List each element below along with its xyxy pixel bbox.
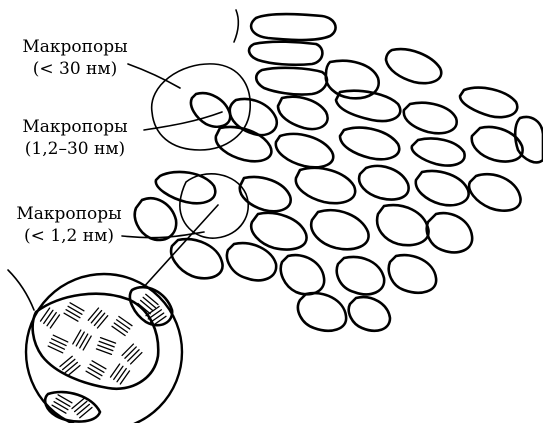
zoom-side-line [8, 270, 34, 310]
macropore-outline-circle [152, 64, 251, 150]
particle-group [135, 14, 543, 331]
zoom-target-circle [180, 174, 248, 238]
top-hook-line [234, 10, 238, 42]
magnified-view [26, 274, 182, 423]
leader-line-1 [128, 64, 180, 88]
